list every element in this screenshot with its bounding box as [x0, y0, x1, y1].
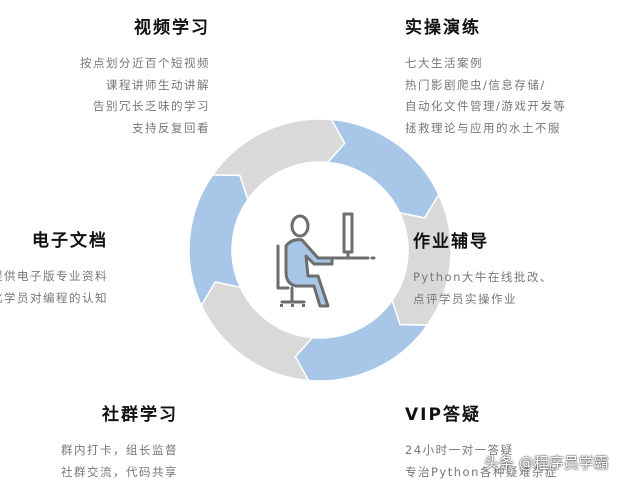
section-line: 自动化文件管理/游戏开发等	[405, 99, 567, 113]
section-title: 作业辅导	[413, 232, 489, 252]
section-line: 提供电子版专业资料	[0, 269, 108, 283]
watermark: 头条 @程序员学霸	[484, 454, 609, 472]
section-line: 按点划分近百个短视频	[80, 56, 210, 70]
segment-video	[211, 118, 346, 202]
section-line: 24小时一对一答疑	[405, 443, 514, 457]
section-line: Python大牛在线批改、	[413, 270, 553, 284]
section-vip: VIP答疑 24小时一对一答疑 专治Python各种疑难杂症	[405, 404, 558, 483]
section-title: 实操演练	[405, 18, 481, 38]
section-line: 告别冗长乏味的学习	[93, 99, 210, 113]
section-line: 强化学员对编程的认知	[0, 290, 108, 305]
section-line: 社群交流，代码共享	[61, 464, 178, 479]
section-line: 热门影剧爬虫/信息存储/	[405, 77, 546, 92]
section-practice: 实操演练 七大生活案例 热门影剧爬虫/信息存储/ 自动化文件管理/游戏开发等 拯…	[405, 17, 566, 139]
section-line: 点评学员实操作业	[413, 291, 517, 306]
section-title: VIP答疑	[405, 405, 481, 425]
person-at-computer-icon	[276, 212, 376, 308]
section-title: 社群学习	[102, 405, 178, 425]
section-line: 专治Python各种疑难杂症	[405, 464, 558, 479]
section-video: 视频学习 按点划分近百个短视频 课程讲师生动讲解 告别冗长乏味的学习 支持反复回…	[80, 17, 210, 139]
section-homework: 作业辅导 Python大牛在线批改、 点评学员实操作业	[413, 231, 553, 310]
section-docs: 电子文档 提供电子版专业资料 强化学员对编程的认知	[0, 230, 108, 309]
section-line: 支持反复回看	[132, 120, 210, 135]
section-line: 七大生活案例	[405, 56, 483, 70]
section-title: 视频学习	[134, 18, 210, 38]
section-line: 拯救理论与应用的水土不服	[405, 120, 561, 135]
section-line: 课程讲师生动讲解	[106, 77, 210, 92]
section-community: 社群学习 群内打卡，组长监督 社群交流，代码共享	[61, 404, 178, 483]
section-title: 电子文档	[32, 231, 108, 251]
section-line: 群内打卡，组长监督	[61, 443, 178, 457]
